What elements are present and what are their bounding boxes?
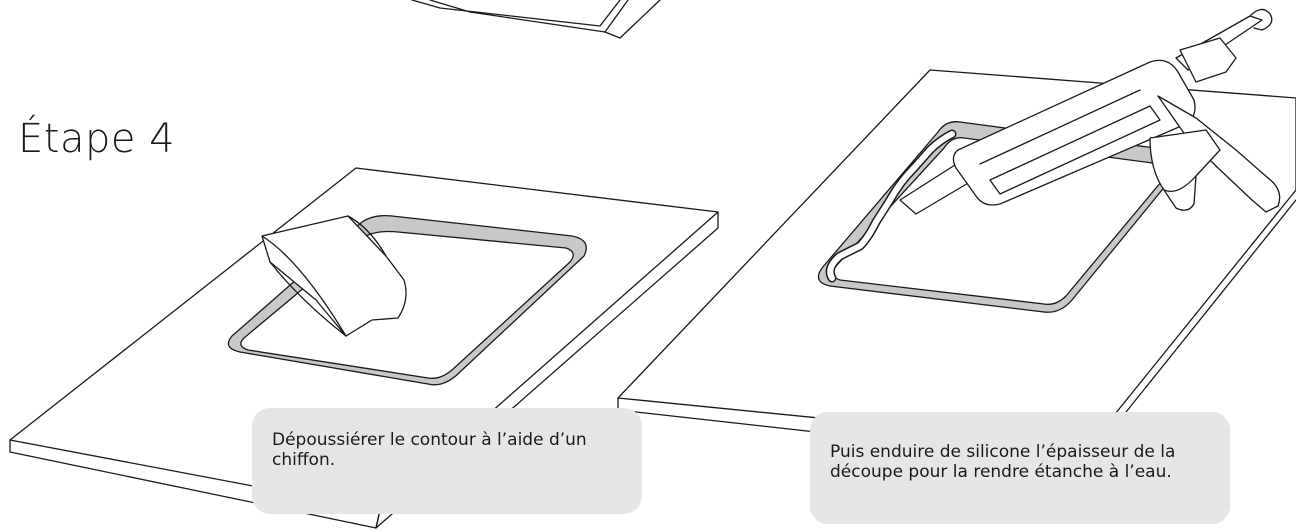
step-title: Étape 4: [18, 116, 176, 162]
caption-right: Puis enduire de silicone l’épaisseur de …: [810, 412, 1230, 524]
caption-left-text: Dépoussiérer le contour à l’aide d’un ch…: [272, 430, 587, 470]
caption-right-text: Puis enduire de silicone l’épaisseur de …: [830, 442, 1176, 482]
right-countertop-board: [617, 69, 1296, 463]
caulking-gun: [899, 8, 1281, 215]
caption-left: Dépoussiérer le contour à l’aide d’un ch…: [252, 408, 642, 514]
left-countertop-board: [9, 167, 719, 529]
previous-step-board-fragment: [411, 0, 661, 39]
cleaning-cloth: [261, 215, 407, 337]
